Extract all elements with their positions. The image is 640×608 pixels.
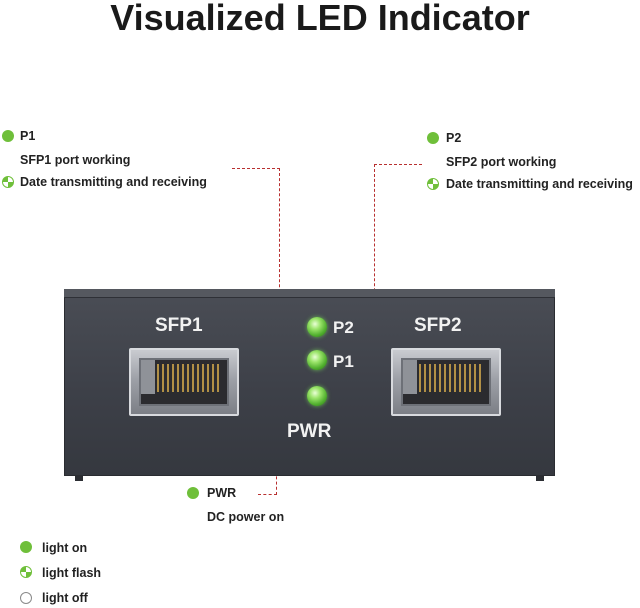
light-flash-icon	[2, 176, 14, 188]
light-on-icon	[2, 130, 14, 142]
p2-annotation-line1: SFP2 port working	[446, 155, 557, 169]
light-off-icon	[20, 592, 32, 604]
legend-light-on: light on	[42, 541, 88, 555]
p1-leader-line	[279, 168, 280, 358]
sfp2-label: SFP2	[414, 315, 462, 336]
p2-led	[307, 317, 327, 337]
light-on-icon	[427, 132, 439, 144]
p2-annotation-name: P2	[446, 131, 462, 145]
sfp2-port-latch	[403, 360, 417, 394]
p1-led-label: P1	[333, 352, 354, 371]
p2-annotation-line2: Date transmitting and receiving	[446, 177, 633, 191]
p1-led	[307, 350, 327, 370]
p2-leader-line	[374, 164, 375, 326]
p2-leader-line	[374, 164, 422, 165]
p1-annotation-line2: Date transmitting and receiving	[20, 175, 207, 189]
legend-light-off: light off	[42, 591, 88, 605]
sfp2-port[interactable]	[391, 348, 501, 416]
pwr-annotation-name: PWR	[207, 486, 237, 500]
page-title: Visualized LED Indicator	[110, 0, 530, 38]
light-on-icon	[20, 541, 32, 553]
pwr-leader-line	[258, 494, 277, 495]
sfp1-port-latch	[141, 360, 155, 394]
p1-annotation-line1: SFP1 port working	[20, 153, 131, 167]
panel-foot	[536, 475, 544, 481]
pwr-led	[307, 386, 327, 406]
p2-led-label: P2	[333, 318, 354, 337]
sfp2-port-contacts	[419, 364, 481, 392]
panel-foot	[75, 475, 83, 481]
sfp1-label: SFP1	[155, 315, 203, 336]
p1-leader-line	[232, 168, 280, 169]
pwr-led-label: PWR	[287, 421, 332, 442]
panel-flange	[64, 289, 555, 298]
light-on-icon	[187, 487, 199, 499]
light-flash-icon	[20, 566, 32, 578]
light-flash-icon	[427, 178, 439, 190]
sfp1-port-contacts	[157, 364, 219, 392]
sfp1-port[interactable]	[129, 348, 239, 416]
p1-annotation-name: P1	[20, 129, 36, 143]
legend-light-flash: light flash	[42, 566, 102, 580]
pwr-annotation-line1: DC power on	[207, 510, 285, 524]
device-front-panel: SFP1 SFP2 P2 P1 PWR	[64, 289, 555, 481]
